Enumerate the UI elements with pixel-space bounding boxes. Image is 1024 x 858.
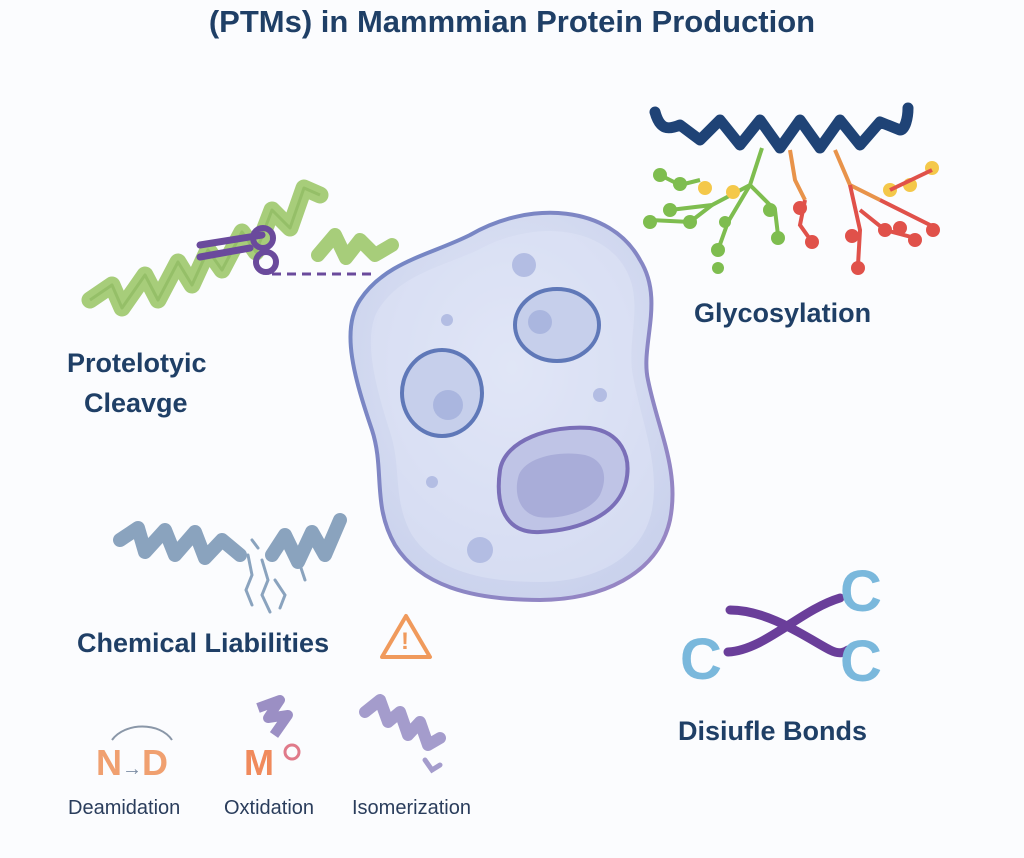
bond-strand-1 xyxy=(725,605,853,658)
oxidation-helix-icon xyxy=(256,695,293,738)
vesicle xyxy=(426,476,438,488)
label-proteolytic-cleavage-line2: Cleavge xyxy=(84,388,188,418)
glycosylation-graphic xyxy=(643,102,940,275)
label-disulfide-bonds: Disiufle Bonds xyxy=(678,716,868,746)
organelle-top-core xyxy=(528,310,552,334)
warning-icon xyxy=(380,614,432,659)
vesicle xyxy=(593,388,607,402)
isomerization-helix-icon xyxy=(359,694,446,774)
label-glycosylation: Glycosylation xyxy=(694,298,872,328)
warning-glyph: ! xyxy=(401,628,409,655)
deamidation-symbol: N→D xyxy=(96,742,168,784)
mammalian-cell xyxy=(348,210,675,603)
bond-strand-2 xyxy=(723,593,845,657)
vesicle xyxy=(512,253,536,277)
label-chemical-liabilities: Chemical Liabilities xyxy=(77,628,330,658)
disulfide-bond-graphic xyxy=(723,593,853,658)
deamidation-from: N xyxy=(96,742,122,783)
cysteine-letter-left: C xyxy=(680,627,722,692)
deamidation-to: D xyxy=(142,742,168,783)
helix-left-shade xyxy=(89,186,321,310)
vesicle xyxy=(441,314,453,326)
glycan-tree-green xyxy=(649,147,780,251)
oxidation-ring xyxy=(283,743,301,761)
vesicle xyxy=(467,537,493,563)
glycan-tree-orange xyxy=(788,149,881,202)
cysteine-letter-top-right: C xyxy=(840,559,882,624)
broken-fragments xyxy=(244,538,307,614)
degraded-protein-graphic xyxy=(113,513,347,614)
organelle-top xyxy=(513,287,601,363)
organelle-left-core xyxy=(433,390,463,420)
proteolytic-cleavage-graphic xyxy=(81,179,399,317)
deamidation-arrow: → xyxy=(122,758,142,780)
helix-broken-right xyxy=(265,513,347,569)
liability-label-oxidation: Oxtidation xyxy=(224,797,315,819)
cysteine-letter-bottom-right: C xyxy=(840,629,882,694)
helix-left xyxy=(81,179,329,317)
protein-backbone xyxy=(649,102,914,154)
helix-broken-left xyxy=(113,521,247,565)
label-proteolytic-cleavage-line1: Protelotyic xyxy=(67,348,207,378)
liability-label-isomerization: Isomerization xyxy=(352,797,471,819)
helix-right xyxy=(311,228,399,265)
liability-label-deamidation: Deamidation xyxy=(68,797,181,819)
scissors-icon xyxy=(196,225,279,275)
deamidation-arc xyxy=(111,725,173,741)
oxidation-symbol: M xyxy=(244,742,274,783)
nucleolus xyxy=(516,453,605,518)
page-title: (PTMs) in Mammmian Protein Production xyxy=(208,4,816,39)
